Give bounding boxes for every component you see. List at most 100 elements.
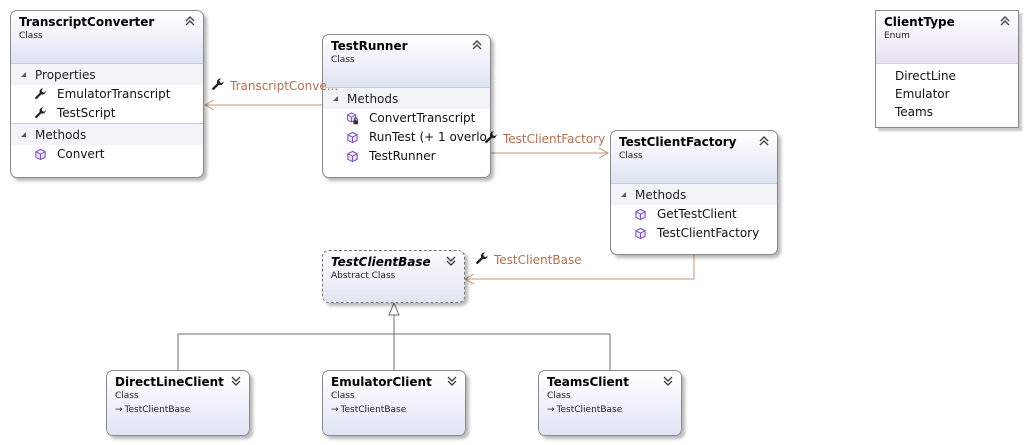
class-test-client-factory[interactable]: TestClientFactory Class Methods GetTestC…	[610, 130, 778, 255]
expand-chevron-down-icon[interactable]	[230, 375, 242, 387]
base-class-name: TestClientBase	[340, 405, 407, 415]
enum-stereotype: Enum	[884, 31, 910, 41]
class-stereotype: Class	[619, 151, 643, 161]
class-name: TeamsClient	[547, 375, 629, 389]
class-stereotype: Class	[331, 55, 355, 65]
class-header: TeamsClient Class →TestClientBase	[539, 371, 681, 435]
member-label: ConvertTranscript	[369, 111, 476, 125]
property-test-script[interactable]: TestScript	[11, 104, 203, 123]
section-label: Methods	[635, 188, 687, 202]
enum-values: DirectLine Emulator Teams	[876, 63, 1018, 121]
enum-name: ClientType	[884, 15, 955, 29]
collapse-chevron-up-icon[interactable]	[999, 15, 1011, 27]
method-convert[interactable]: Convert	[11, 145, 203, 164]
expand-chevron-down-icon[interactable]	[662, 375, 674, 387]
association-text: TestClientBase	[494, 253, 582, 267]
class-stereotype: Class	[331, 391, 355, 401]
enum-client-type[interactable]: ClientType Enum DirectLine Emulator Team…	[875, 10, 1019, 128]
enum-header: ClientType Enum	[876, 11, 1018, 63]
inherits-arrow-icon: →	[547, 405, 555, 415]
method-cube-icon	[635, 208, 646, 221]
expanded-triangle-icon	[621, 192, 626, 197]
method-test-client-factory-ctor[interactable]: TestClientFactory	[611, 224, 777, 243]
base-class-name: TestClientBase	[556, 405, 623, 415]
association-arrow-test-client-factory	[598, 147, 610, 159]
base-class-ref: →TestClientBase	[547, 404, 659, 416]
section-label: Methods	[347, 92, 399, 106]
class-name: TranscriptConverter	[19, 15, 155, 29]
association-arrow-transcript-converter	[203, 99, 215, 111]
base-class-ref: →TestClientBase	[331, 404, 443, 416]
association-text: TestClientFactory	[503, 132, 606, 146]
class-stereotype: Abstract Class	[331, 271, 396, 281]
class-test-client-base[interactable]: TestClientBase Abstract Class	[322, 250, 465, 303]
association-label-test-client-factory[interactable]: TestClientFactory	[485, 131, 606, 146]
member-label: TestScript	[57, 106, 116, 120]
enum-value-emulator[interactable]: Emulator	[895, 87, 950, 101]
enum-value-direct-line[interactable]: DirectLine	[895, 69, 956, 83]
wrench-icon	[35, 107, 46, 119]
class-transcript-converter[interactable]: TranscriptConverter Class Properties Emu…	[10, 10, 204, 178]
private-method-lock-icon	[346, 112, 359, 125]
class-stereotype: Class	[19, 31, 43, 41]
base-class-ref: →TestClientBase	[115, 404, 227, 416]
class-header: TestClientFactory Class	[611, 131, 777, 183]
expanded-triangle-icon	[21, 132, 26, 137]
class-name: TestRunner	[331, 39, 408, 53]
expand-chevron-down-icon[interactable]	[445, 255, 457, 267]
method-convert-transcript[interactable]: ConvertTranscript	[323, 109, 490, 128]
section-label: Properties	[35, 68, 96, 82]
association-label-transcript-converter[interactable]: TranscriptConve...	[212, 78, 339, 93]
class-name: TestClientFactory	[619, 135, 737, 149]
collapse-chevron-up-icon[interactable]	[758, 135, 770, 147]
association-text: TranscriptConve...	[230, 79, 339, 93]
inherits-arrow-icon: →	[115, 405, 123, 415]
member-label: RunTest (+ 1 overlo...	[369, 130, 491, 144]
wrench-icon	[212, 78, 224, 90]
class-header: EmulatorClient Class →TestClientBase	[323, 371, 465, 435]
member-label: Convert	[57, 147, 105, 161]
method-run-test[interactable]: RunTest (+ 1 overlo...	[323, 128, 490, 147]
expand-chevron-down-icon[interactable]	[446, 375, 458, 387]
method-cube-icon	[635, 227, 646, 240]
class-name: TestClientBase	[331, 255, 431, 269]
method-get-test-client[interactable]: GetTestClient	[611, 205, 777, 224]
class-name: DirectLineClient	[115, 375, 224, 389]
expanded-triangle-icon	[333, 96, 338, 101]
expanded-triangle-icon	[21, 72, 26, 77]
class-direct-line-client[interactable]: DirectLineClient Class →TestClientBase	[106, 370, 250, 436]
class-teams-client[interactable]: TeamsClient Class →TestClientBase	[538, 370, 682, 436]
base-class-name: TestClientBase	[124, 405, 191, 415]
class-name: EmulatorClient	[331, 375, 432, 389]
section-methods[interactable]: Methods	[323, 87, 490, 109]
method-test-runner-ctor[interactable]: TestRunner	[323, 147, 490, 166]
class-header: TranscriptConverter Class	[11, 11, 203, 63]
inheritance-arrow-test-client-base	[388, 301, 400, 316]
association-line-test-client-base[interactable]	[465, 255, 695, 280]
class-test-runner[interactable]: TestRunner Class Methods ConvertTranscri…	[322, 34, 491, 178]
section-methods[interactable]: Methods	[11, 123, 203, 145]
section-properties[interactable]: Properties	[11, 63, 203, 85]
collapse-chevron-up-icon[interactable]	[471, 39, 483, 51]
member-label: EmulatorTranscript	[57, 87, 171, 101]
class-header: TestClientBase Abstract Class	[323, 251, 464, 302]
class-header: DirectLineClient Class →TestClientBase	[107, 371, 249, 435]
association-label-test-client-base[interactable]: TestClientBase	[476, 252, 582, 267]
enum-value-teams[interactable]: Teams	[895, 105, 933, 119]
wrench-icon	[476, 252, 488, 264]
method-cube-icon	[347, 150, 358, 163]
class-stereotype: Class	[115, 391, 139, 401]
member-label: TestRunner	[369, 149, 436, 163]
member-label: GetTestClient	[657, 207, 737, 221]
method-cube-icon	[35, 148, 46, 161]
wrench-icon	[485, 131, 497, 143]
inherits-arrow-icon: →	[331, 405, 339, 415]
collapse-chevron-up-icon[interactable]	[184, 15, 196, 27]
property-emulator-transcript[interactable]: EmulatorTranscript	[11, 85, 203, 104]
section-methods[interactable]: Methods	[611, 183, 777, 205]
method-cube-icon	[347, 131, 358, 144]
class-emulator-client[interactable]: EmulatorClient Class →TestClientBase	[322, 370, 466, 436]
class-stereotype: Class	[547, 391, 571, 401]
section-label: Methods	[35, 128, 87, 142]
